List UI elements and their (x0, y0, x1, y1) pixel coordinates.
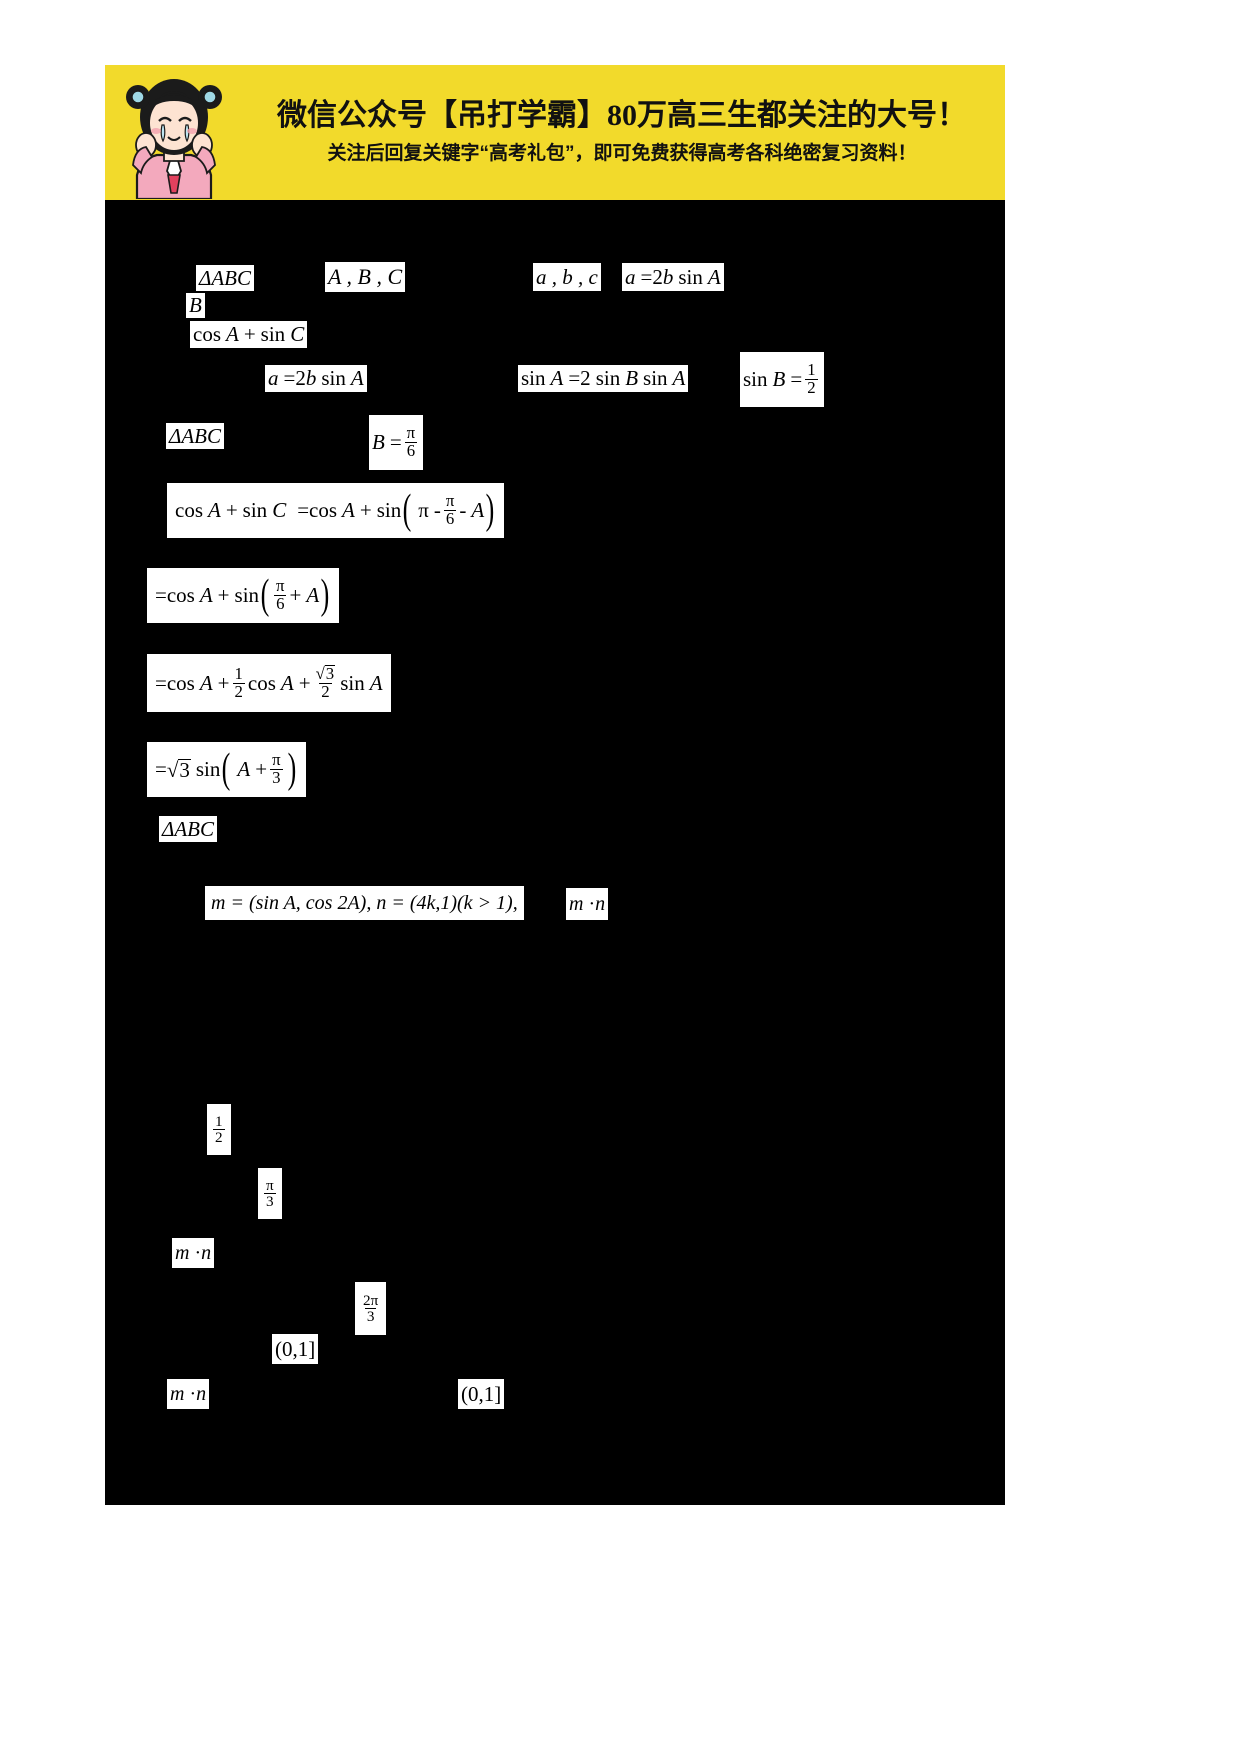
formula-fragment: ΔABC (196, 265, 254, 291)
promo-headline: 微信公众号【吊打学霸】80万高三生都关注的大号！ (277, 98, 967, 132)
promo-banner: 微信公众号【吊打学霸】80万高三生都关注的大号！ 关注后回复关键字“高考礼包”，… (105, 65, 1005, 200)
formula-fragment: B (186, 293, 205, 318)
formula-fragment: ΔABC (166, 423, 224, 449)
formula-fragment: a , b , c (533, 263, 601, 291)
promo-banner-text: 微信公众号【吊打学霸】80万高三生都关注的大号！ 关注后回复关键字“高考礼包”，… (245, 65, 999, 200)
promo-subline: 关注后回复关键字“高考礼包”，即可免费获得高考各科绝密复习资料！ (327, 143, 917, 165)
formula-fragment: m·n (172, 1238, 215, 1268)
formula-fragment: m·n (566, 888, 609, 920)
formula-fragment: m·n (167, 1379, 210, 1409)
formula-fragment: (0,1] (458, 1379, 505, 1409)
cartoon-girl-icon (119, 71, 229, 200)
formula-fragment: A , B , C (325, 262, 406, 292)
formula-fragment: (0,1] (272, 1334, 319, 1364)
formula-fragment: m = (sin A, cos 2A), n = (4k,1)(k > 1), (205, 886, 524, 920)
formula-fragment: ΔABC (159, 816, 217, 842)
